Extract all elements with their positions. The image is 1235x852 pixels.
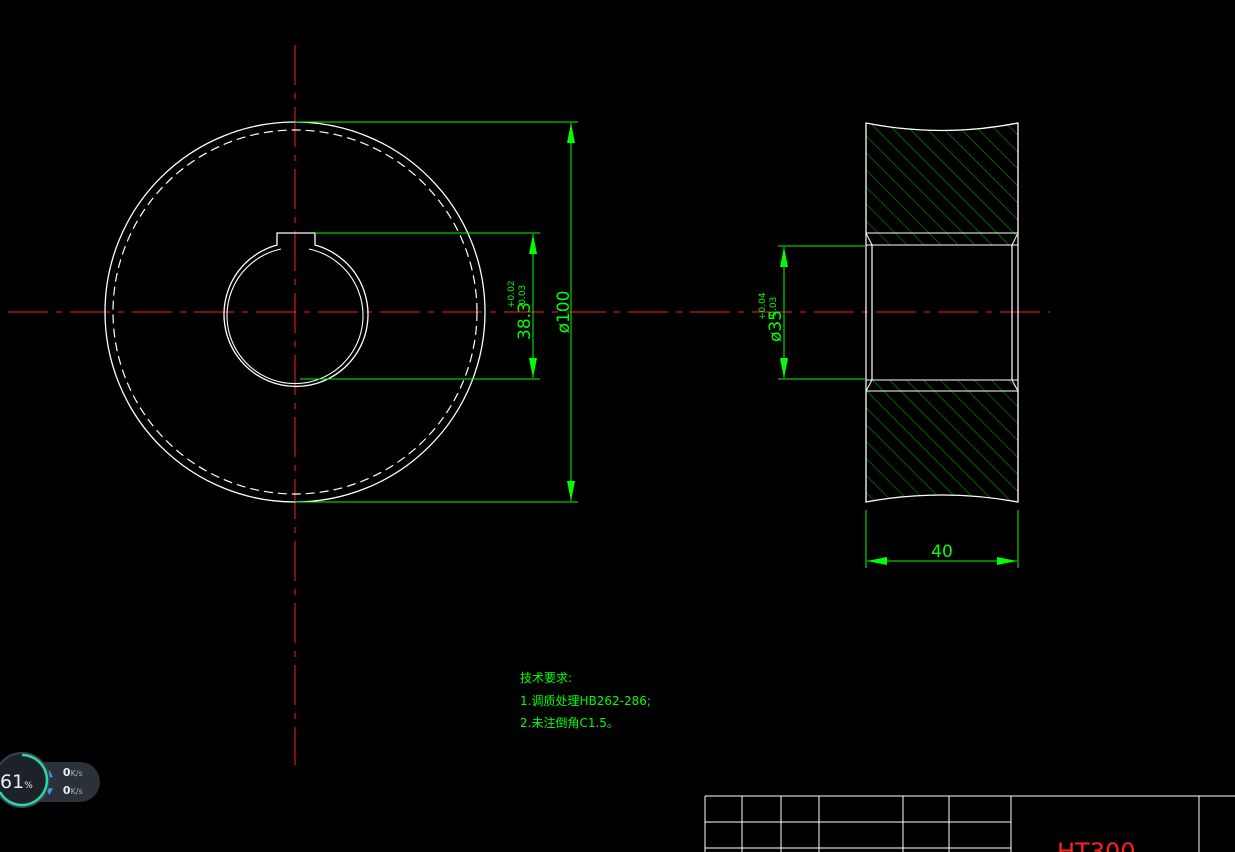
arrow-width-right xyxy=(997,557,1017,565)
arrow-side-bottom xyxy=(780,358,788,378)
notes-title: 技术要求: xyxy=(520,671,572,685)
section-bottom-outline xyxy=(865,391,1019,503)
usage-ring-icon xyxy=(0,753,49,807)
section-top-outline xyxy=(865,122,1019,233)
usage-percent: 61% xyxy=(0,771,33,793)
download-value: 0 xyxy=(62,784,71,797)
section-view: ø35 +0.04 -0.03 40 xyxy=(758,122,1019,568)
hatch-bottom xyxy=(866,380,1018,502)
upload-unit: K/s xyxy=(70,769,83,778)
download-arrow-icon: ▼ xyxy=(46,787,53,797)
bore-outer-outline xyxy=(223,232,369,388)
notes-line-1: 1.调质处理HB262-286; xyxy=(520,694,651,708)
section-chamfer-bl xyxy=(865,379,873,392)
dim-tol-bore-lower: -0.03 xyxy=(518,285,528,308)
dim-tol-side-lower: -0.03 xyxy=(769,297,779,320)
upload-value: 0 xyxy=(62,766,71,779)
arrow-outer-top xyxy=(567,123,575,143)
front-view: ø100 38.3 +0.02 -0.03 xyxy=(8,45,1050,765)
dim-tol-bore-upper: +0.02 xyxy=(507,280,517,308)
notes-line-2: 2.未注倒角C1.5。 xyxy=(520,715,619,730)
arrow-bore-bottom xyxy=(529,358,537,378)
arrow-outer-bottom xyxy=(567,481,575,501)
technical-notes: 技术要求: 1.调质处理HB262-286; 2.未注倒角C1.5。 xyxy=(520,671,651,730)
dim-text-bore: 38.3 xyxy=(515,302,535,340)
dim-text-side-bore: ø35 xyxy=(766,310,786,342)
material-text: HT300 xyxy=(1057,838,1136,852)
root-circle-dashed xyxy=(112,129,478,495)
arrow-width-left xyxy=(867,557,887,565)
bore-inner-outline xyxy=(226,248,364,385)
dim-tol-side-upper: +0.04 xyxy=(758,292,768,320)
usage-ring: 61% xyxy=(0,752,50,808)
dim-text-outer: ø100 xyxy=(554,291,574,334)
network-speed-widget[interactable]: ▲0K/s ▼0K/s 61% xyxy=(0,752,106,810)
download-unit: K/s xyxy=(70,787,83,796)
arrow-bore-top xyxy=(529,234,537,254)
upload-row: ▲0K/s xyxy=(46,766,83,779)
arrow-side-top xyxy=(780,247,788,267)
section-chamfer-tr xyxy=(1011,232,1019,246)
hatch-top xyxy=(866,123,1018,245)
section-chamfer-br xyxy=(1011,379,1019,392)
dim-text-width: 40 xyxy=(931,542,953,562)
section-chamfer-tl xyxy=(865,232,873,246)
download-row: ▼ 0K/s xyxy=(46,784,83,797)
title-block xyxy=(704,795,1235,852)
